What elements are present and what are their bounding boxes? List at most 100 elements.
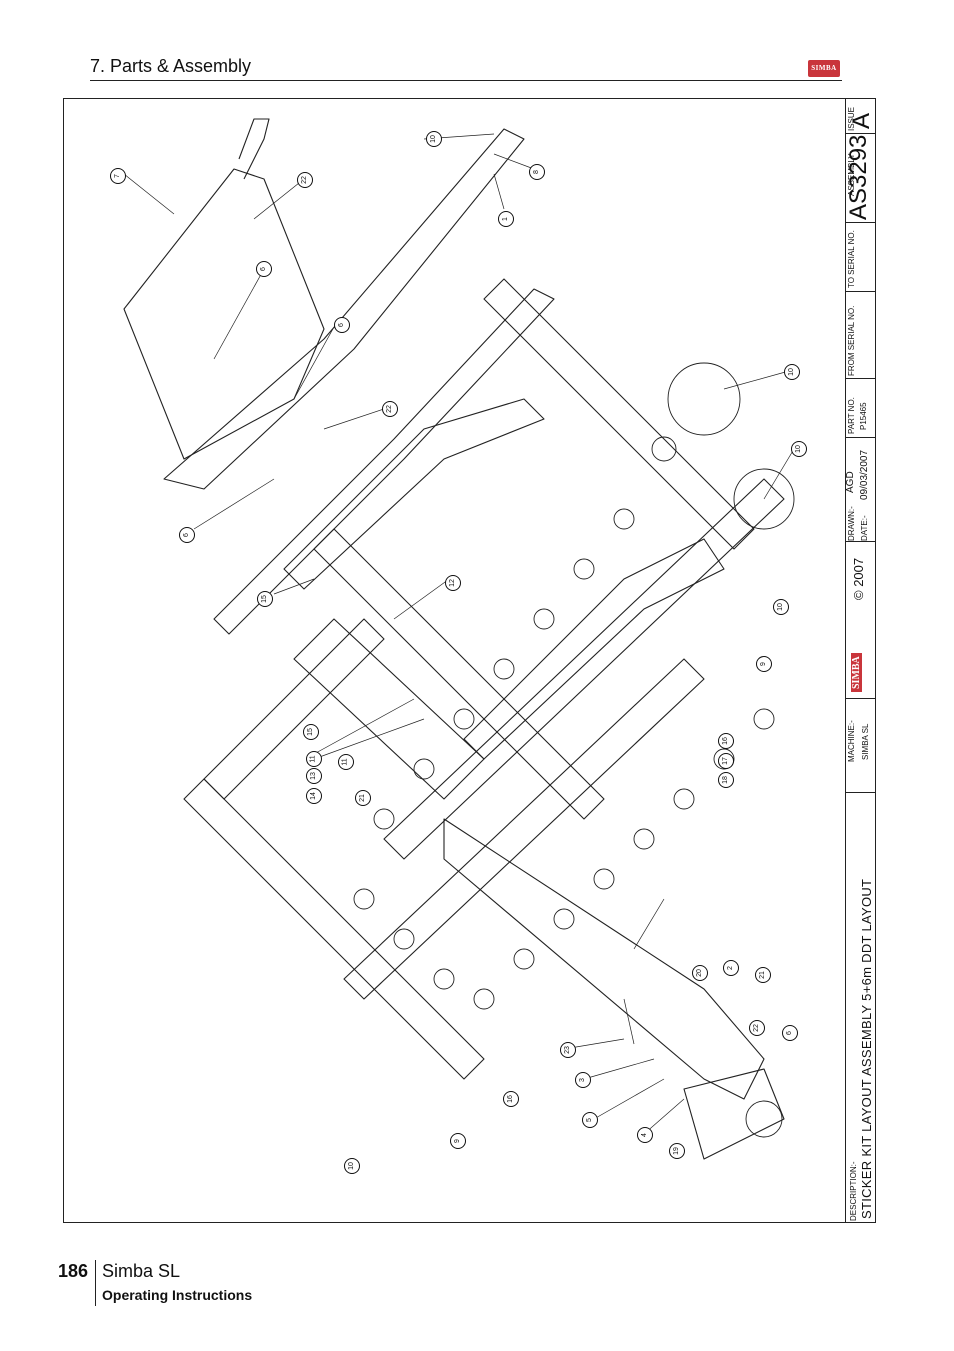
frame-part [383,478,785,860]
to-serial-label: TO SERIAL NO. [847,230,856,288]
part-no-label: PART NO. [847,397,856,434]
disc-part [353,888,375,910]
leader-line [213,268,265,360]
disc-part [593,868,615,890]
assembly-number: AS3293 [845,134,872,220]
leader-line [623,998,635,1045]
title-block-divider [845,698,876,699]
disc-part [493,658,515,680]
title-block-divider [845,291,876,292]
part-balloon: 10 [784,364,800,380]
frame-part [283,398,545,590]
frame-part [313,528,605,820]
part-balloon: 1 [498,211,514,227]
frame-part [163,128,525,490]
leader-line [763,448,795,500]
disc-part [745,1100,783,1138]
footer-divider [95,1260,96,1306]
disc-part [651,436,677,462]
description-value: STICKER KIT LAYOUT ASSEMBLY 5+6m DDT LAY… [859,878,874,1219]
title-block-divider [845,133,876,134]
leader-line [313,698,415,755]
description-label: DESCRIPTION:- [849,1161,858,1221]
frame-part [483,278,755,550]
part-balloon: 10 [426,131,442,147]
leader-line [313,718,425,760]
part-balloon: 21 [355,790,371,806]
leader-line [583,1058,655,1080]
frame-part [123,168,325,460]
machine-value: SIMBA SL [861,723,870,760]
frame-part [183,778,485,1080]
disc-part [753,708,775,730]
part-balloon: 23 [560,1042,576,1058]
frame-part [463,538,725,760]
disc-part [667,362,741,436]
part-balloon: 6 [782,1025,798,1041]
leader-line [643,1098,685,1135]
date-value: 09/03/2007 [859,449,870,500]
part-balloon: 4 [637,1127,653,1143]
part-balloon: 21 [755,967,771,983]
part-balloon: 9 [756,656,772,672]
title-block-divider [845,541,876,542]
part-no-value: P15465 [859,402,868,430]
part-balloon: 15 [257,591,273,607]
frame-part [203,618,385,800]
disc-part [513,948,535,970]
header-rule [90,80,842,81]
leader-line [123,173,175,215]
disc-part [413,758,435,780]
frame-part [683,1068,785,1160]
part-balloon: 19 [669,1143,685,1159]
disc-part [673,788,695,810]
frame-part [443,818,765,1100]
disc-part [733,468,795,530]
leader-line [193,478,275,530]
part-balloon: 13 [306,768,322,784]
disc-part [713,748,735,770]
leader-line [273,578,315,595]
part-balloon: 2 [723,960,739,976]
part-balloon: 17 [718,753,734,769]
part-balloon: 20 [692,965,708,981]
issue-value: A [848,112,875,129]
part-balloon: 6 [334,317,350,333]
leader-line [493,153,535,170]
from-serial-label: FROM SERIAL NO. [847,305,856,376]
part-balloon: 10 [791,441,807,457]
page-number: 186 [58,1261,89,1281]
disc-part [553,908,575,930]
part-balloon: 12 [445,575,461,591]
brand-logo-mark: SIMBA [851,653,862,692]
leader-line [253,178,305,220]
leader-line [393,576,453,620]
leader-line [633,898,665,950]
leader-line [723,370,790,390]
disc-part [373,808,395,830]
part-balloon: 15 [303,724,319,740]
part-balloon: 6 [256,261,272,277]
part-balloon: 10 [773,599,789,615]
part-balloon: 5 [582,1112,598,1128]
disc-part [573,558,595,580]
leader-line [293,326,335,400]
part-balloon: 11 [306,751,322,767]
title-block-divider [845,378,876,379]
part-balloon: 22 [297,172,313,188]
copyright: © 2007 [851,557,866,600]
part-balloon: 18 [718,772,734,788]
title-block-divider [845,792,876,793]
leader-line [593,1078,665,1120]
exploded-assembly-drawing [123,118,795,1160]
part-balloon: 9 [450,1133,466,1149]
part-balloon: 3 [575,1072,591,1088]
frame-part [213,288,555,635]
drawn-value: AGD [845,471,856,493]
brand-logo: SIMBA [808,60,840,77]
part-balloon: 16 [503,1091,519,1107]
title-block-divider [845,437,876,438]
part-balloon: 14 [306,788,322,804]
machine-label: MACHINE:- [847,720,856,762]
part-balloon: 10 [344,1158,360,1174]
